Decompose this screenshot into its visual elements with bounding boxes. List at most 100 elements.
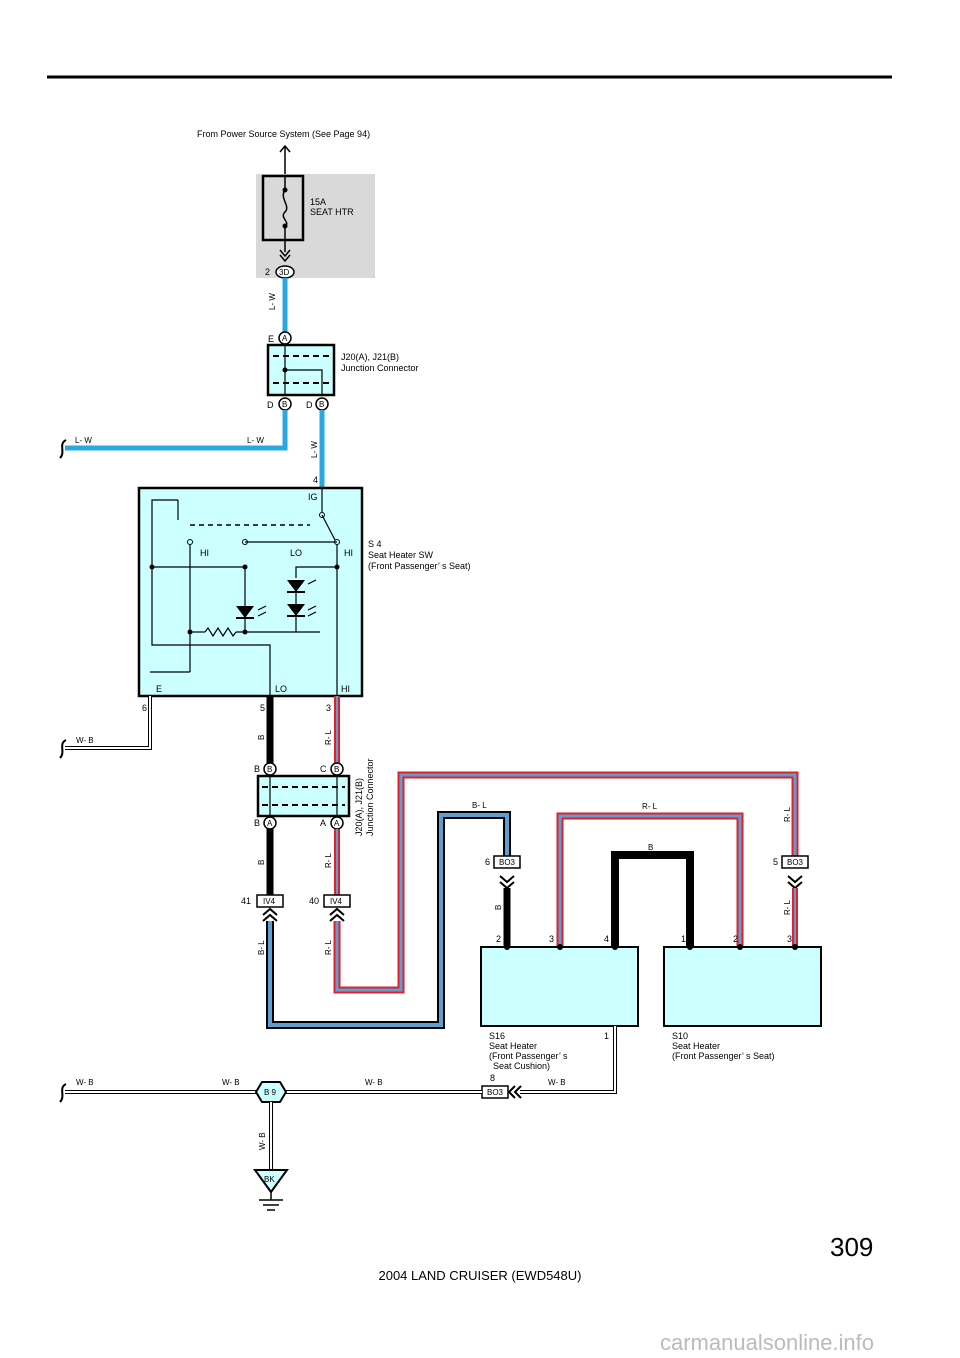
sw-node4 [187, 629, 193, 635]
wire-lw-2-label: L- W [310, 441, 319, 458]
page-number: 309 [830, 1232, 874, 1262]
wire-rl-2-label: R- L [324, 852, 333, 868]
wire-break-lw [59, 439, 67, 459]
wire-wb-bus-label3: W- B [365, 1078, 383, 1087]
wire-lw-left [65, 410, 288, 451]
jc-top-label1: J20(A), J21(B) [341, 352, 399, 362]
wire-rl-3-inner [335, 773, 797, 992]
sw-lo-mid: LO [290, 548, 302, 558]
wire-break-wb1 [59, 739, 67, 759]
jc-top-node [282, 367, 288, 373]
s16-pin-4: 4 [604, 934, 609, 944]
led-icon-upper [287, 580, 305, 592]
wire-rl-4-inner [558, 814, 742, 947]
bo3-5-conn-label: BO3 [787, 858, 804, 867]
s16-pin-2: 2 [496, 934, 501, 944]
wire-lw-1-label: L- W [268, 293, 277, 310]
sw-pin-lo: 5 [260, 703, 265, 713]
bo3-8-arrows-icon [507, 1085, 522, 1099]
wire-b-3-label: B [648, 843, 653, 852]
s10-node-3 [792, 944, 798, 950]
sw-term-lo: LO [275, 684, 287, 694]
sw-pin-ig: 4 [313, 475, 318, 485]
wire-wb-switch-label: W- B [76, 736, 94, 745]
pin-40: 40 [309, 896, 319, 906]
bo3-5-arrows-icon [787, 875, 803, 890]
seat-heater-switch-box [137, 486, 364, 698]
wire-wb-s16-label: W- B [548, 1078, 566, 1087]
jc-mid-conn-b-top-label: B [267, 765, 272, 774]
wire-rl-3-label1: R- L [324, 939, 333, 955]
jc-mid-pin-b-top: B [254, 764, 260, 774]
s16-id: S16 [489, 1031, 505, 1041]
wire-b-4-label: B [494, 905, 503, 910]
pin-41: 41 [241, 896, 251, 906]
wire-rl-1-label: R- L [324, 729, 333, 745]
sw-hi-right: HI [344, 548, 353, 558]
sw-hi-left: HI [200, 548, 209, 558]
iv4-left-arrows-icon [262, 907, 278, 922]
iv4-right-arrows-icon [329, 907, 345, 922]
iv4-conn-right [323, 894, 351, 908]
jc-top-conn-b2-label: B [319, 400, 324, 409]
jc-top-conn-b1-label: B [282, 400, 287, 409]
s10-pin-2: 2 [733, 934, 738, 944]
jc-mid-conn-a-bot2-label: A [334, 819, 340, 828]
s10-node-1 [687, 944, 693, 950]
jc-top-label2: Junction Connector [341, 363, 419, 373]
fuse-rating: 15A [310, 197, 326, 207]
fuse-connector-label: 3D [279, 268, 289, 277]
wire-wb-ground-label: W- B [258, 1132, 267, 1150]
seat-cushion-heater-box [480, 946, 639, 1027]
bo3-5-pin: 5 [773, 857, 778, 867]
s16-name: Seat Heater [489, 1041, 537, 1051]
jc-mid-pin-c: C [320, 764, 327, 774]
sw-left-contact [187, 539, 193, 545]
wire-wb-switch-inner [65, 696, 151, 749]
wire-bl-inner [268, 813, 509, 1027]
fuse-terminal-arrow [279, 249, 291, 258]
fuse-housing [261, 174, 305, 242]
wire-b-1-label: B [257, 735, 266, 740]
s16-location2: Seat Cushion) [493, 1061, 550, 1071]
s16-pin-1: 1 [604, 1031, 609, 1041]
sw-id: S 4 [368, 539, 382, 549]
sw-pin-hi: 3 [326, 703, 331, 713]
bo3-6-conn-label: BO3 [499, 858, 516, 867]
bk-label: BK [264, 1175, 275, 1184]
s10-pin-1: 1 [681, 934, 686, 944]
wire-lw-left-label2: L- W [247, 436, 264, 445]
wire-lw-left-label1: L- W [75, 436, 92, 445]
bk-ground-point [253, 1169, 289, 1194]
b9-splice-icon [254, 1081, 288, 1103]
sw-term-e: E [156, 684, 162, 694]
jc-top-pin-d2: D [306, 400, 313, 410]
sw-left-line [151, 499, 271, 696]
source-label: From Power Source System (See Page 94) [197, 129, 370, 139]
sw-node5 [242, 629, 248, 635]
seat-back-heater-box [663, 946, 822, 1027]
bo3-8-conn-label: BO3 [487, 1088, 504, 1097]
sw-location: (Front Passenger’ s Seat) [368, 561, 471, 571]
sw-ig: IG [308, 492, 318, 502]
sw-name: Seat Heater SW [368, 550, 434, 560]
sw-node3 [334, 564, 340, 570]
s10-location: (Front Passenger’ s Seat) [672, 1051, 775, 1061]
jc-mid-conn-b-top2-label: B [334, 765, 339, 774]
s10-pin-3: 3 [787, 934, 792, 944]
wire-wb-bus-label2: W- B [222, 1078, 240, 1087]
iv4-conn-left [256, 894, 284, 908]
source-arrow-head [279, 144, 291, 153]
footer-title: 2004 LAND CRUISER (EWD548U) [378, 1268, 582, 1283]
jc-top-conn-a-label: A [282, 334, 288, 343]
jc-mid-pin-b-bot: B [254, 818, 260, 828]
wire-bl-label1: B- L [257, 940, 266, 955]
fuse-pin: 2 [265, 267, 270, 277]
iv4-conn-right-label: IV4 [330, 897, 343, 906]
wire-rl-5-label: R- L [783, 899, 792, 915]
resistor-icon [204, 626, 237, 638]
jc-mid-label1: J20(A), J21(B) [354, 778, 364, 836]
sw-node1 [149, 564, 155, 570]
wire-b-2-label: B [257, 860, 266, 865]
jc-top-inner2 [285, 369, 323, 395]
